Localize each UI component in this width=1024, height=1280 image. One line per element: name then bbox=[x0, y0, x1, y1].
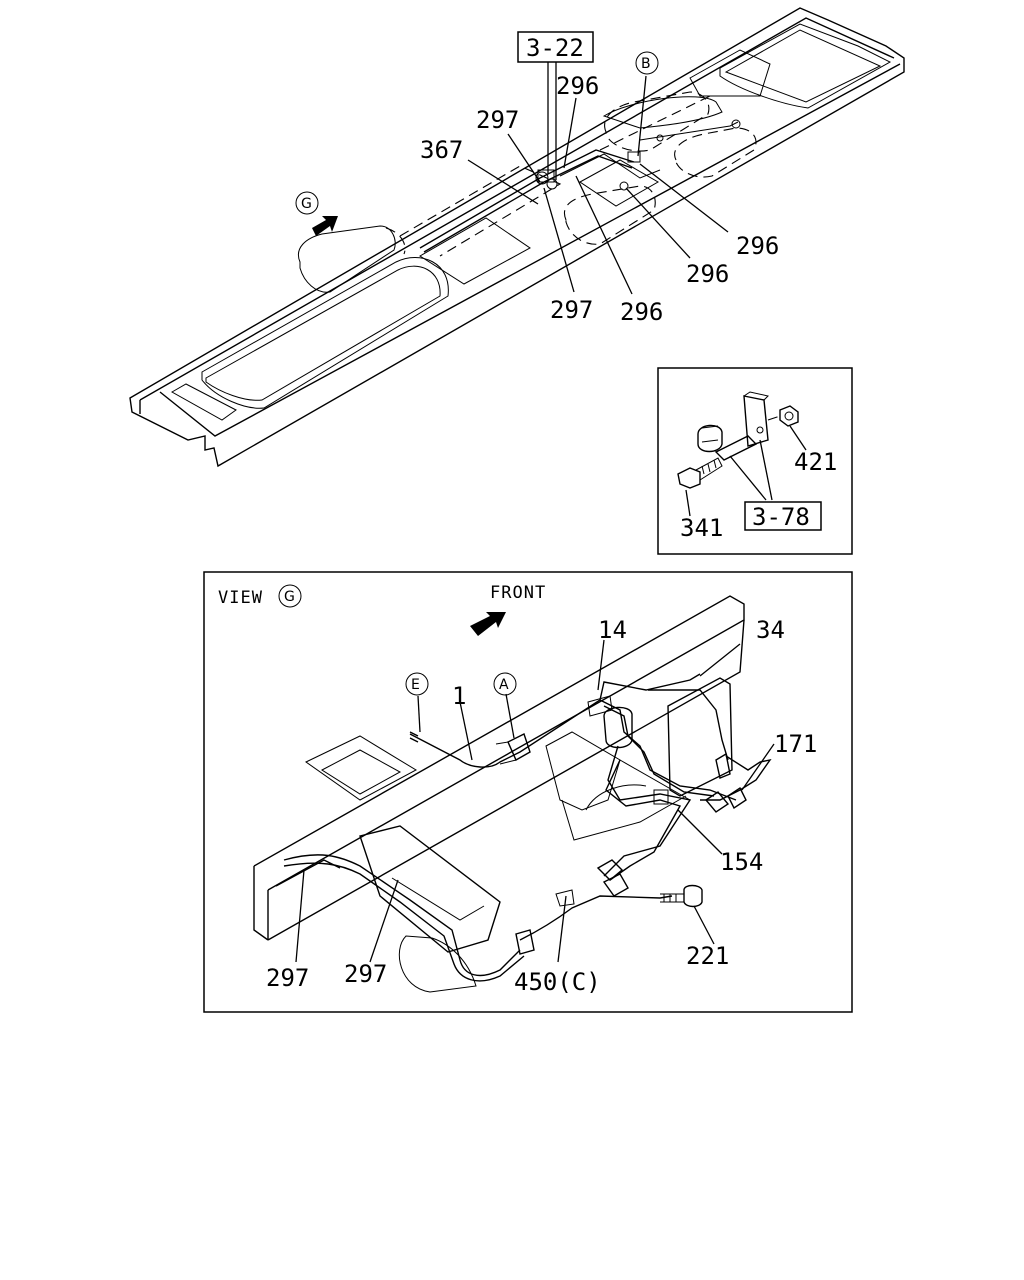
callout-297: 297 bbox=[476, 106, 519, 134]
callout-221: 221 bbox=[686, 942, 729, 970]
callout-34: 34 bbox=[756, 616, 785, 644]
leader-lines-view bbox=[295, 639, 775, 963]
clip-hardware-drawing bbox=[677, 391, 799, 489]
callout-296: 296 bbox=[736, 232, 779, 260]
callout-296: 296 bbox=[556, 72, 599, 100]
ref-box-3-22 bbox=[517, 31, 594, 63]
marker-e: E bbox=[411, 677, 420, 693]
view-g-circle bbox=[278, 584, 302, 608]
callout-154: 154 bbox=[720, 848, 763, 876]
front-label: FRONT bbox=[490, 583, 546, 603]
callout-421: 421 bbox=[794, 448, 837, 476]
callout-1: 1 bbox=[452, 682, 466, 710]
callout-296: 296 bbox=[686, 260, 729, 288]
callout-367: 367 bbox=[420, 136, 463, 164]
callout-296: 296 bbox=[620, 298, 663, 326]
callout-297: 297 bbox=[344, 960, 387, 988]
leader-lines-top bbox=[467, 62, 729, 295]
marker-b: B bbox=[641, 56, 651, 72]
callout-14: 14 bbox=[598, 616, 627, 644]
view-label: VIEW bbox=[218, 588, 263, 608]
ref-box-3-78 bbox=[744, 501, 822, 531]
marker-a: A bbox=[499, 677, 509, 693]
view-g-drawing bbox=[253, 595, 772, 993]
callout-450-c: 450(C) bbox=[514, 968, 601, 996]
callout-341: 341 bbox=[680, 514, 723, 542]
chassis-frame-drawing bbox=[129, 7, 905, 468]
detail-inset-frame bbox=[657, 367, 853, 555]
view-g-frame bbox=[203, 571, 853, 1013]
marker-a-circle bbox=[493, 672, 517, 696]
marker-e-circle bbox=[405, 672, 429, 696]
callout-ref-3-78: 3-78 bbox=[752, 503, 810, 531]
marker-b-circle bbox=[635, 51, 659, 75]
view-g-marker: G bbox=[284, 589, 295, 605]
callout-297: 297 bbox=[550, 296, 593, 324]
callout-297: 297 bbox=[266, 964, 309, 992]
callout-171: 171 bbox=[774, 730, 817, 758]
callout-ref-3-22: 3-22 bbox=[526, 34, 584, 62]
marker-g: G bbox=[301, 196, 312, 212]
marker-g-circle bbox=[295, 191, 319, 215]
front-arrow-icon bbox=[470, 612, 506, 636]
